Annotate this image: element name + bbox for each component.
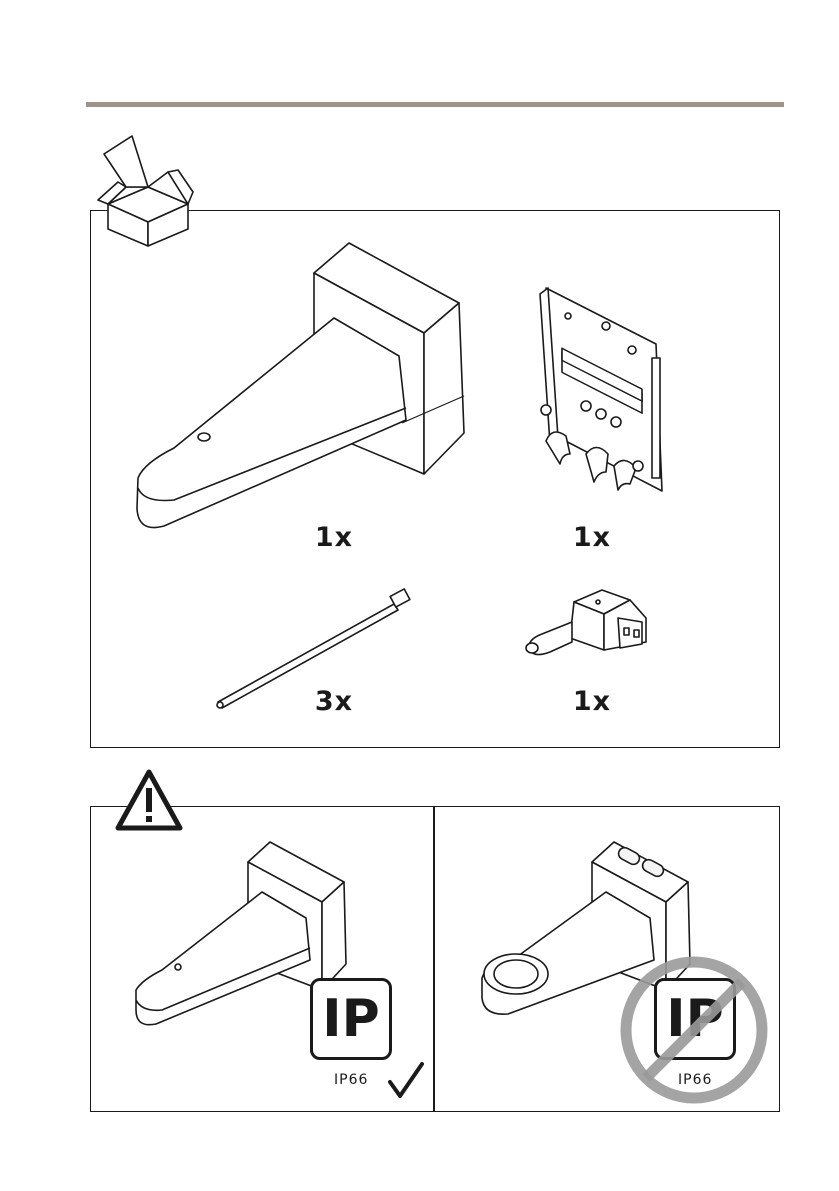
ip-badge-correct-text: IP xyxy=(313,981,389,1057)
warning-panel-divider xyxy=(433,806,435,1112)
open-box-icon xyxy=(98,132,198,248)
wall-mount-bracket-image xyxy=(134,238,469,533)
ip-badge-correct: IP xyxy=(310,978,392,1060)
checkmark-icon xyxy=(386,1060,426,1100)
power-connector-quantity: 1x xyxy=(552,686,632,717)
header-rule xyxy=(86,102,784,107)
ip-rating-correct: IP66 xyxy=(334,1072,368,1088)
power-connector-image xyxy=(522,588,652,660)
bracket-quantity: 1x xyxy=(294,522,374,553)
warning-triangle-icon xyxy=(114,768,184,834)
mounting-plate-quantity: 1x xyxy=(552,522,632,553)
mounting-plate-image xyxy=(526,286,666,496)
cable-tie-quantity: 3x xyxy=(294,686,374,717)
prohibited-icon xyxy=(618,954,770,1106)
